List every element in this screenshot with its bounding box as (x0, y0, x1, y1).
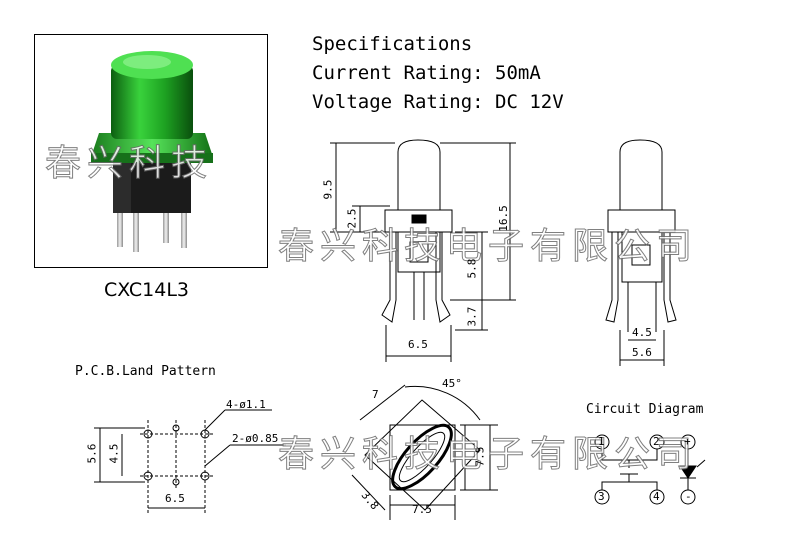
spec-voltage: Voltage Rating: DC 12V (312, 91, 564, 113)
pcb-pattern (94, 409, 286, 515)
circuit-led-plus: + (684, 435, 691, 448)
side-view (605, 139, 677, 366)
product-photo (91, 51, 213, 252)
front-view (330, 139, 516, 362)
pcb-hole-large-label: 4-ø1.1 (226, 398, 266, 411)
front-pin-height: 5.8 (465, 258, 479, 279)
photo-watermark: 春兴科技 (45, 143, 213, 185)
pcb-width: 6.5 (165, 492, 185, 505)
circuit-diagram (594, 434, 706, 505)
circuit-pin-3: 3 (598, 490, 605, 503)
top-height: 7.5 (473, 446, 487, 467)
top-view (351, 384, 498, 520)
pcb-height-inner: 4.5 (107, 443, 121, 464)
front-cap-height: 9.5 (321, 179, 335, 200)
circuit-title: Circuit Diagram (586, 402, 704, 417)
side-inner-width: 4.5 (632, 326, 652, 339)
circuit-led-minus: - (685, 490, 692, 503)
watermark-row-2: 春兴科技电子有限公司 (278, 434, 698, 475)
top-angle: 45° (442, 377, 462, 390)
pcb-hole-small-label: 2-ø0.85 (232, 432, 279, 445)
product-photo-frame: 春兴科技 (34, 34, 268, 268)
top-diag: 7 (372, 388, 379, 401)
front-width: 6.5 (408, 338, 428, 351)
photo-watermark-text: 春兴科技 (45, 143, 213, 184)
circuit-pin-4: 4 (653, 490, 660, 503)
watermark-row-1: 春兴科技电子有限公司 (278, 226, 698, 267)
circuit-pin-2: 2 (653, 435, 660, 448)
circuit-pin-1: 1 (598, 435, 605, 448)
model-label: CXC14L3 (104, 279, 190, 301)
pcb-title: P.C.B.Land Pattern (75, 364, 216, 379)
side-outer-width: 5.6 (632, 346, 652, 359)
pcb-height-outer: 5.6 (85, 443, 99, 464)
front-body-height: 2.5 (345, 208, 359, 229)
spec-current: Current Rating: 50mA (312, 62, 541, 84)
front-total-height: 16.5 (496, 205, 510, 232)
spec-title: Specifications (312, 33, 473, 55)
front-lead-height: 3.7 (465, 306, 479, 327)
top-width: 7.5 (412, 503, 432, 516)
